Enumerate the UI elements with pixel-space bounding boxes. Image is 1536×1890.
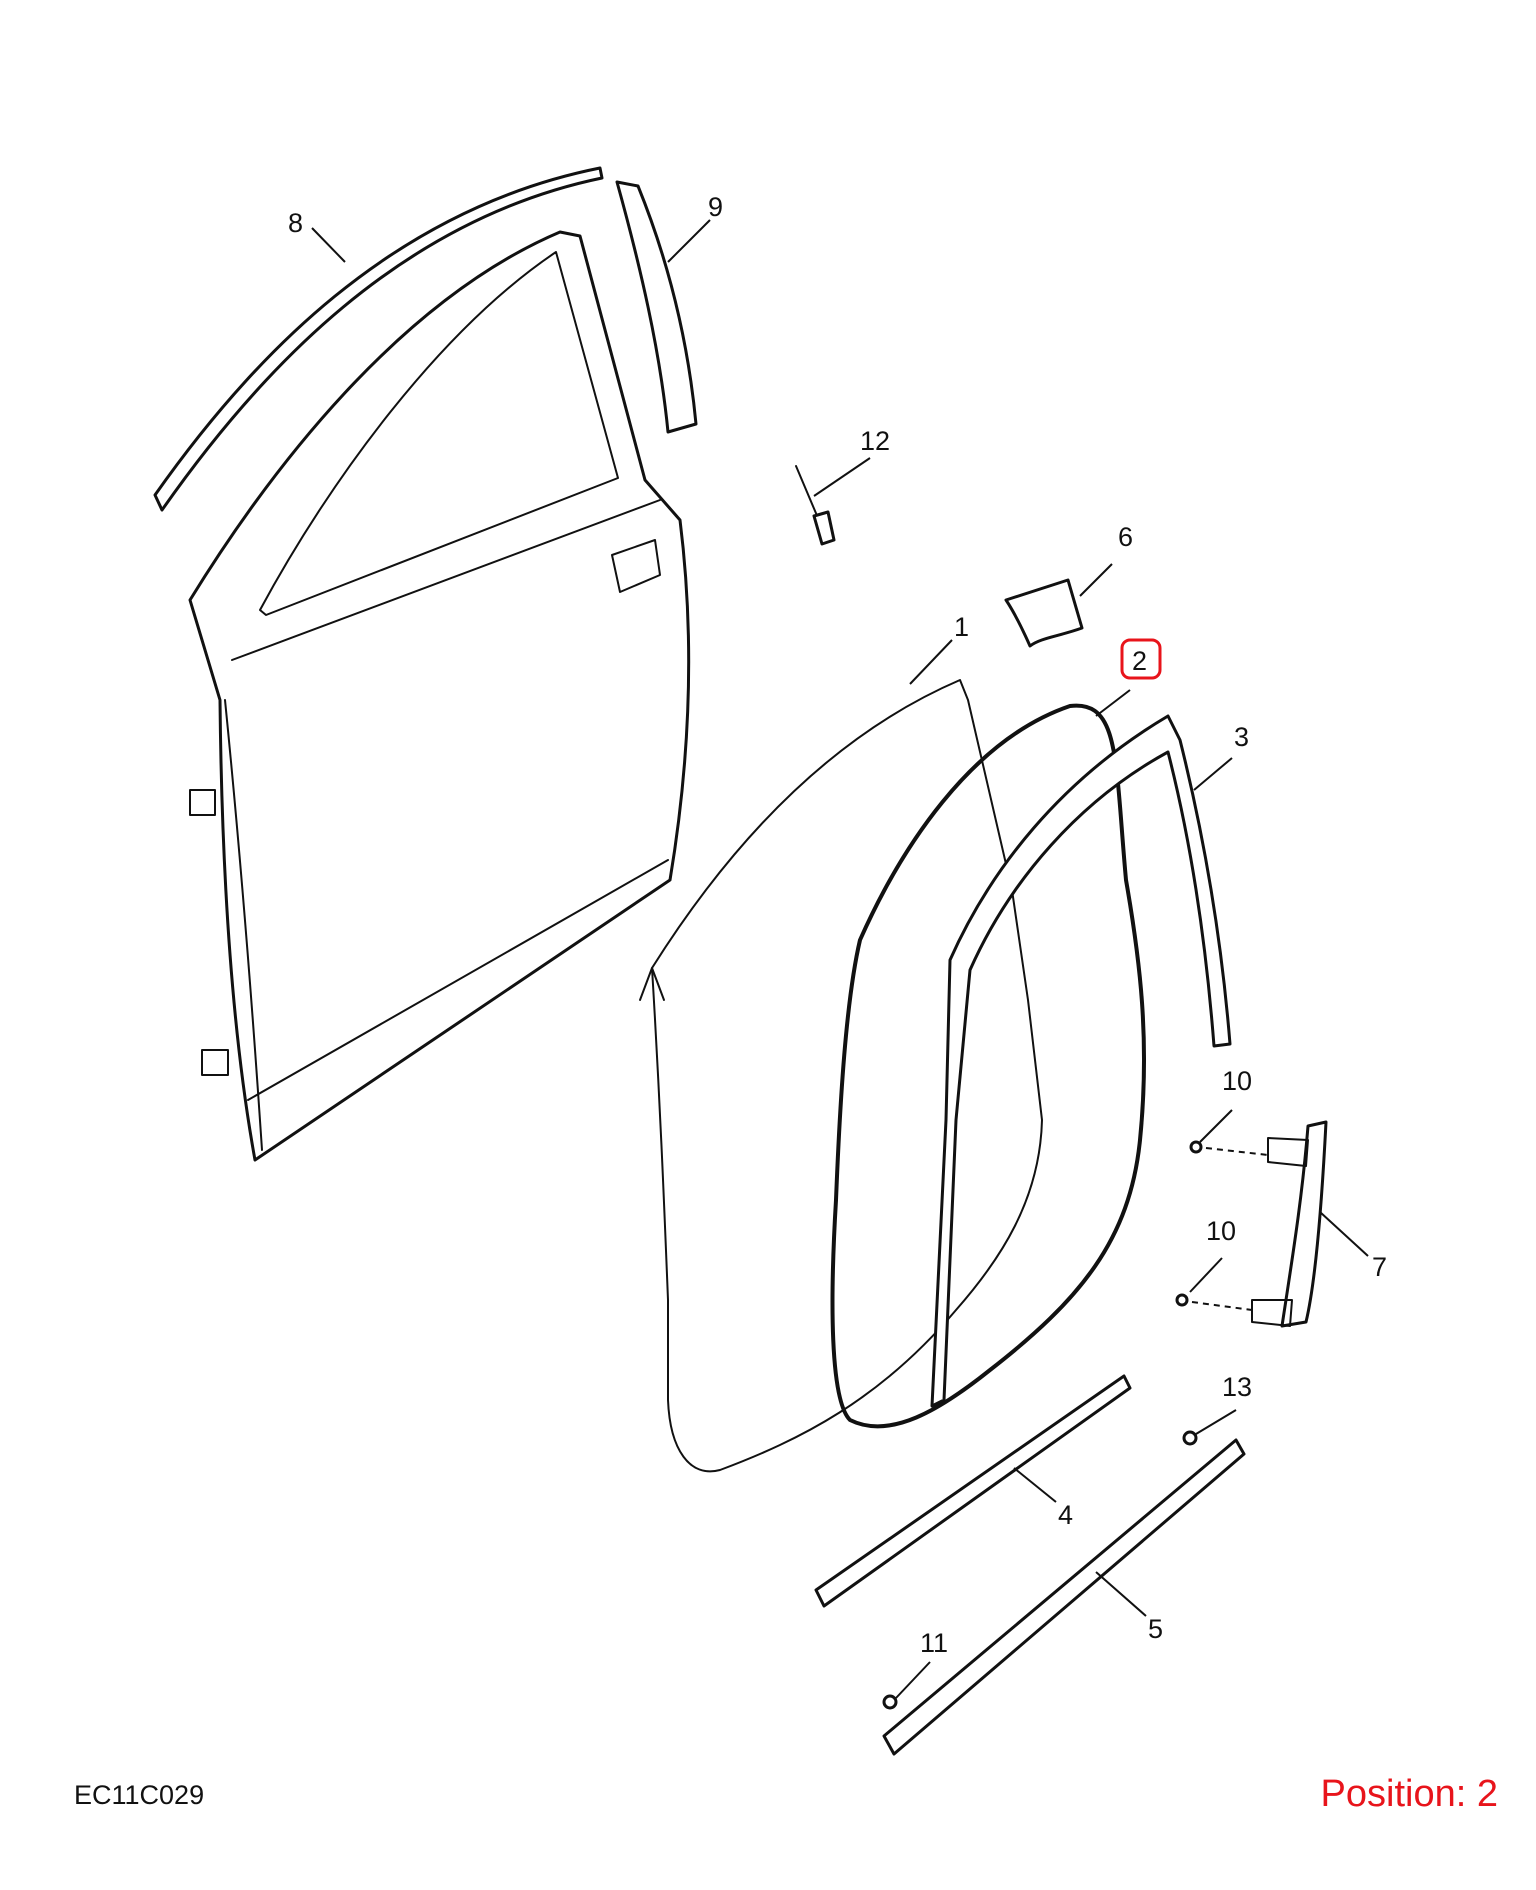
callout-9: 9 — [708, 192, 723, 222]
callout-6: 6 — [1118, 522, 1133, 552]
part-6-corner-trim[interactable] — [1004, 578, 1084, 648]
callout-3: 3 — [1234, 722, 1249, 752]
door-shell[interactable] — [188, 230, 691, 1162]
part-1-body-seal[interactable] — [639, 679, 1043, 1473]
callout-10-upper: 10 — [1222, 1066, 1252, 1096]
callout-8: 8 — [288, 208, 303, 238]
callout-13: 13 — [1222, 1372, 1252, 1402]
part-4-belt-strip[interactable] — [814, 1374, 1132, 1608]
part-8-roof-moulding[interactable] — [153, 166, 604, 512]
position-label: Position: 2 — [1320, 1773, 1498, 1815]
part-12-pin[interactable] — [795, 465, 836, 546]
part-11-clip[interactable] — [882, 1694, 898, 1710]
callout-10-lower: 10 — [1206, 1216, 1236, 1246]
callout-12: 12 — [860, 426, 890, 456]
leader-lines — [311, 219, 1369, 1699]
diagram-code: EC11C029 — [74, 1780, 205, 1810]
callout-7: 7 — [1372, 1252, 1387, 1282]
part-13-clip[interactable] — [1182, 1430, 1198, 1446]
part-5-sill-strip[interactable] — [882, 1438, 1246, 1756]
callout-2: 2 — [1132, 646, 1147, 676]
callout-5: 5 — [1148, 1614, 1163, 1644]
callout-1: 1 — [954, 612, 969, 642]
callout-2-highlight-box — [1120, 638, 1162, 680]
part-3-glass-run[interactable] — [930, 714, 1232, 1408]
part-7-bracket[interactable] — [1251, 1120, 1328, 1328]
part-9-pillar-applique[interactable] — [615, 180, 698, 434]
callout-4: 4 — [1058, 1500, 1073, 1530]
callout-11: 11 — [920, 1628, 948, 1658]
part-10-screw-upper[interactable] — [1189, 1140, 1269, 1156]
part-10-screw-lower[interactable] — [1175, 1293, 1253, 1311]
part-2-door-seal[interactable] — [830, 703, 1147, 1429]
